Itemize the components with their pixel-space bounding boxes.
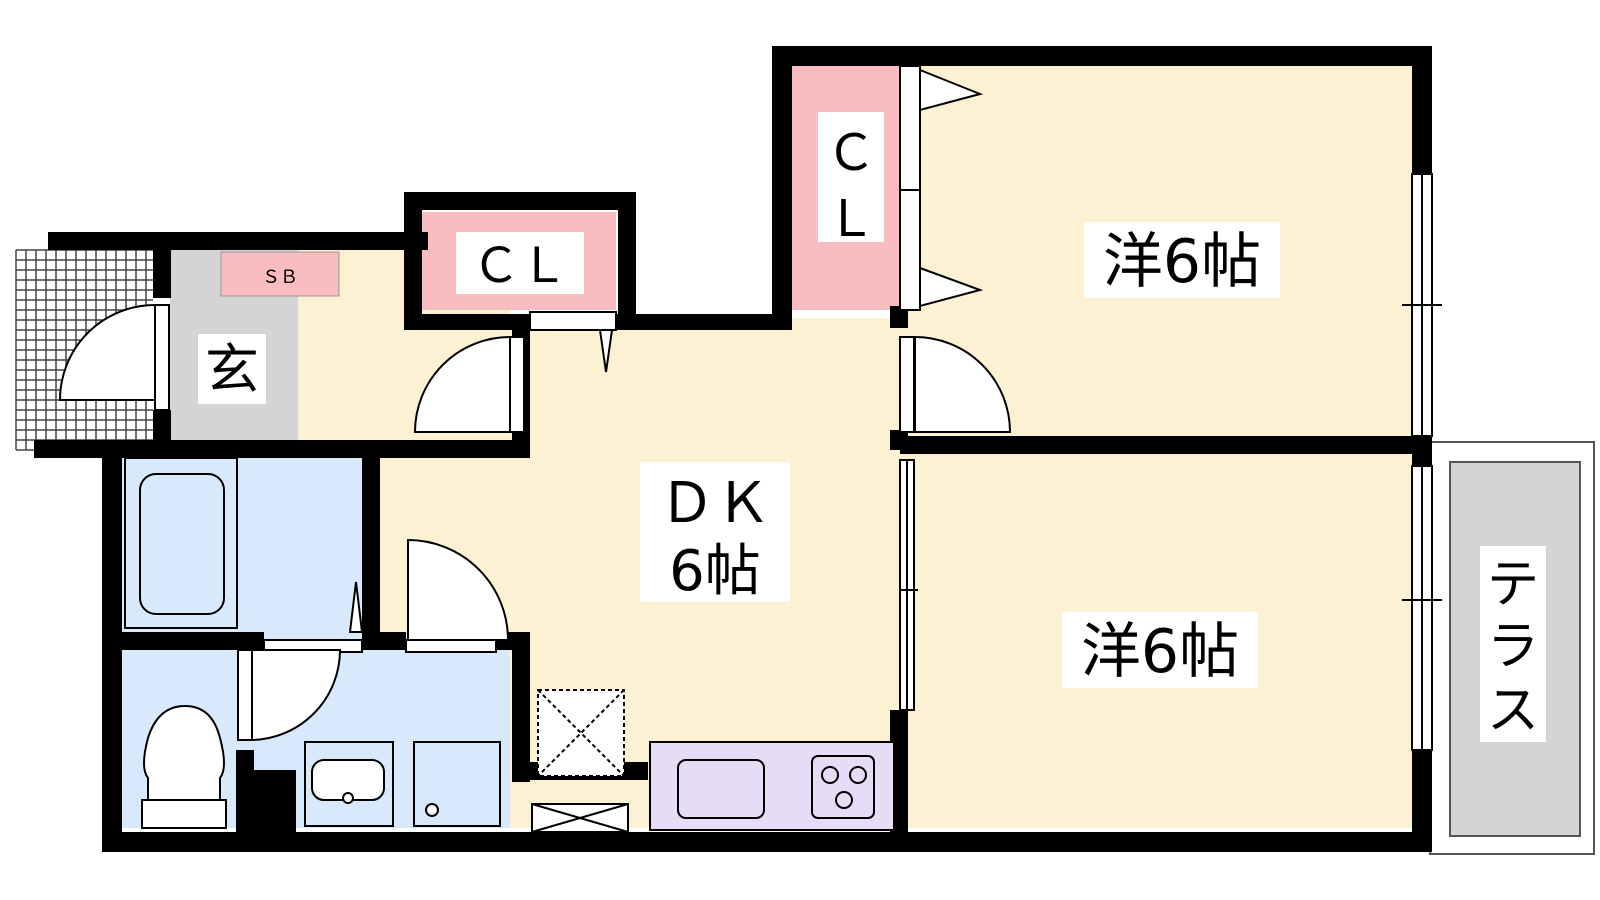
label-bg: [640, 462, 790, 602]
dk-label-1: ＤＫ: [659, 471, 771, 536]
wall: [362, 448, 380, 648]
burner: [849, 766, 867, 784]
wall: [254, 770, 296, 852]
label-bg: [1084, 222, 1280, 298]
wall: [362, 632, 406, 650]
label-bg: [456, 232, 584, 294]
bath-door-flap: [348, 581, 364, 633]
wall: [900, 436, 1432, 454]
entrance-door: [58, 303, 156, 401]
wall: [48, 232, 428, 250]
wall: [772, 46, 1432, 66]
dk-label-2: 6帖: [669, 539, 761, 604]
closet-small-label: ＣＬ: [472, 238, 568, 294]
fridge-cross: [537, 689, 625, 777]
dk-door: [407, 538, 510, 641]
labels: 玄 ＳＢ ＣＬ Ｃ Ｌ ＤＫ 6帖 洋6帖 洋6帖 テ ラ ス: [198, 112, 1546, 742]
closet-tall-label-2: Ｌ: [826, 190, 876, 248]
toilet-tank: [141, 799, 227, 829]
closet-door-flap: [919, 68, 984, 112]
wall: [34, 440, 530, 458]
closet-tall-label-1: Ｃ: [826, 124, 876, 182]
kitchen-sink: [677, 759, 765, 819]
bedroom-door: [914, 335, 1012, 433]
closet-small-door-flap: [598, 329, 614, 373]
wall: [772, 46, 792, 330]
shoe-box-label: ＳＢ: [262, 267, 298, 288]
hall-door: [413, 335, 511, 433]
label-bg: [818, 112, 884, 242]
wall: [512, 632, 530, 782]
closet-door-flap: [919, 266, 984, 308]
wall: [404, 192, 422, 330]
burner: [835, 791, 853, 809]
stove: [811, 755, 875, 819]
bedroom-bottom-label: 洋6帖: [1081, 617, 1239, 687]
doors: [58, 68, 1012, 742]
hall-door-leaf: [509, 336, 525, 433]
fridge-cross: [537, 689, 625, 777]
wall: [404, 192, 636, 210]
wall: [102, 832, 1432, 852]
wall: [618, 192, 636, 330]
label-bg: [1062, 612, 1258, 688]
closet-small-door: [529, 311, 617, 331]
wall: [890, 306, 908, 328]
washing-machine-drain: [425, 803, 439, 817]
terrace-label-1: テ: [1487, 555, 1539, 615]
shoe-box: [220, 251, 340, 297]
dk-door-frame: [405, 639, 497, 653]
entrance-label: 玄: [205, 338, 259, 401]
wall: [616, 314, 776, 330]
wall: [236, 750, 254, 852]
wash-basin-drain: [342, 792, 354, 804]
wall: [404, 314, 529, 330]
fixtures: [124, 457, 895, 833]
fridge-space: [537, 689, 625, 777]
burner: [821, 766, 839, 784]
wall: [153, 232, 171, 298]
wash-door: [249, 649, 342, 742]
label-bg: [1480, 546, 1546, 742]
label-bg: [198, 334, 266, 404]
bedroom-top-label: 洋6帖: [1103, 227, 1261, 297]
windows: [263, 65, 1442, 751]
storage-cross: [531, 803, 629, 833]
bathtub-basin: [139, 473, 225, 615]
wall: [102, 632, 264, 650]
sliding-door-closet: [899, 65, 921, 311]
wall: [1412, 46, 1432, 174]
bedroom-door-leaf: [899, 336, 915, 433]
wall: [153, 410, 171, 440]
terrace-label-2: ラ: [1487, 617, 1539, 677]
entrance-door-leaf: [154, 304, 170, 411]
toilet: [143, 704, 225, 801]
wall: [1412, 750, 1432, 850]
terrace-label-3: ス: [1487, 681, 1539, 741]
wash-door-leaf: [237, 649, 253, 741]
